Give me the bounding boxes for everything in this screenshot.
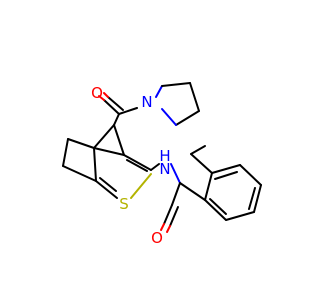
bond xyxy=(190,153,213,174)
bond xyxy=(169,206,179,227)
bond xyxy=(95,180,118,199)
bond xyxy=(175,110,200,126)
bond xyxy=(170,163,181,184)
bond xyxy=(118,107,138,115)
bond xyxy=(163,204,173,225)
bond xyxy=(189,82,200,112)
oxygen-atom-label: O xyxy=(151,229,163,247)
bond xyxy=(171,182,181,206)
bond xyxy=(160,223,165,231)
bond xyxy=(103,92,109,98)
bond xyxy=(98,95,105,101)
bond xyxy=(93,147,97,182)
bond xyxy=(204,199,227,221)
bond xyxy=(103,99,120,115)
oxygen-atom-label: O xyxy=(91,84,103,102)
bond xyxy=(126,159,148,172)
bond xyxy=(150,163,160,171)
bond xyxy=(113,124,125,156)
bond xyxy=(130,173,152,199)
bond xyxy=(67,138,95,149)
bond xyxy=(62,138,69,167)
bond xyxy=(211,164,241,174)
bond xyxy=(161,108,177,126)
bond xyxy=(248,187,256,210)
nitrogen-atom-label: H xyxy=(159,147,170,165)
structure-canvas: O N H N S O xyxy=(62,82,262,247)
bond xyxy=(214,171,238,180)
bond xyxy=(179,182,206,201)
atom-labels: O N H N S O xyxy=(91,84,171,247)
bond xyxy=(253,184,262,213)
bond xyxy=(93,124,115,149)
bond xyxy=(99,177,117,192)
bond xyxy=(209,198,227,215)
bond xyxy=(204,172,213,201)
nitrogen-atom-label: N xyxy=(159,160,170,178)
bond xyxy=(190,145,206,155)
bond xyxy=(166,225,171,233)
molecule-diagram: O N H N S O xyxy=(62,82,262,247)
sulfur-atom-label: S xyxy=(119,195,129,213)
bonds xyxy=(62,82,262,233)
bond xyxy=(93,147,125,156)
bond xyxy=(123,154,152,171)
bond xyxy=(239,164,262,186)
bond xyxy=(62,165,97,182)
nitrogen-atom-label: N xyxy=(141,93,152,111)
bond xyxy=(107,96,124,111)
bond xyxy=(161,82,191,87)
bond xyxy=(113,113,120,126)
bond xyxy=(155,85,163,98)
bond xyxy=(225,211,255,221)
